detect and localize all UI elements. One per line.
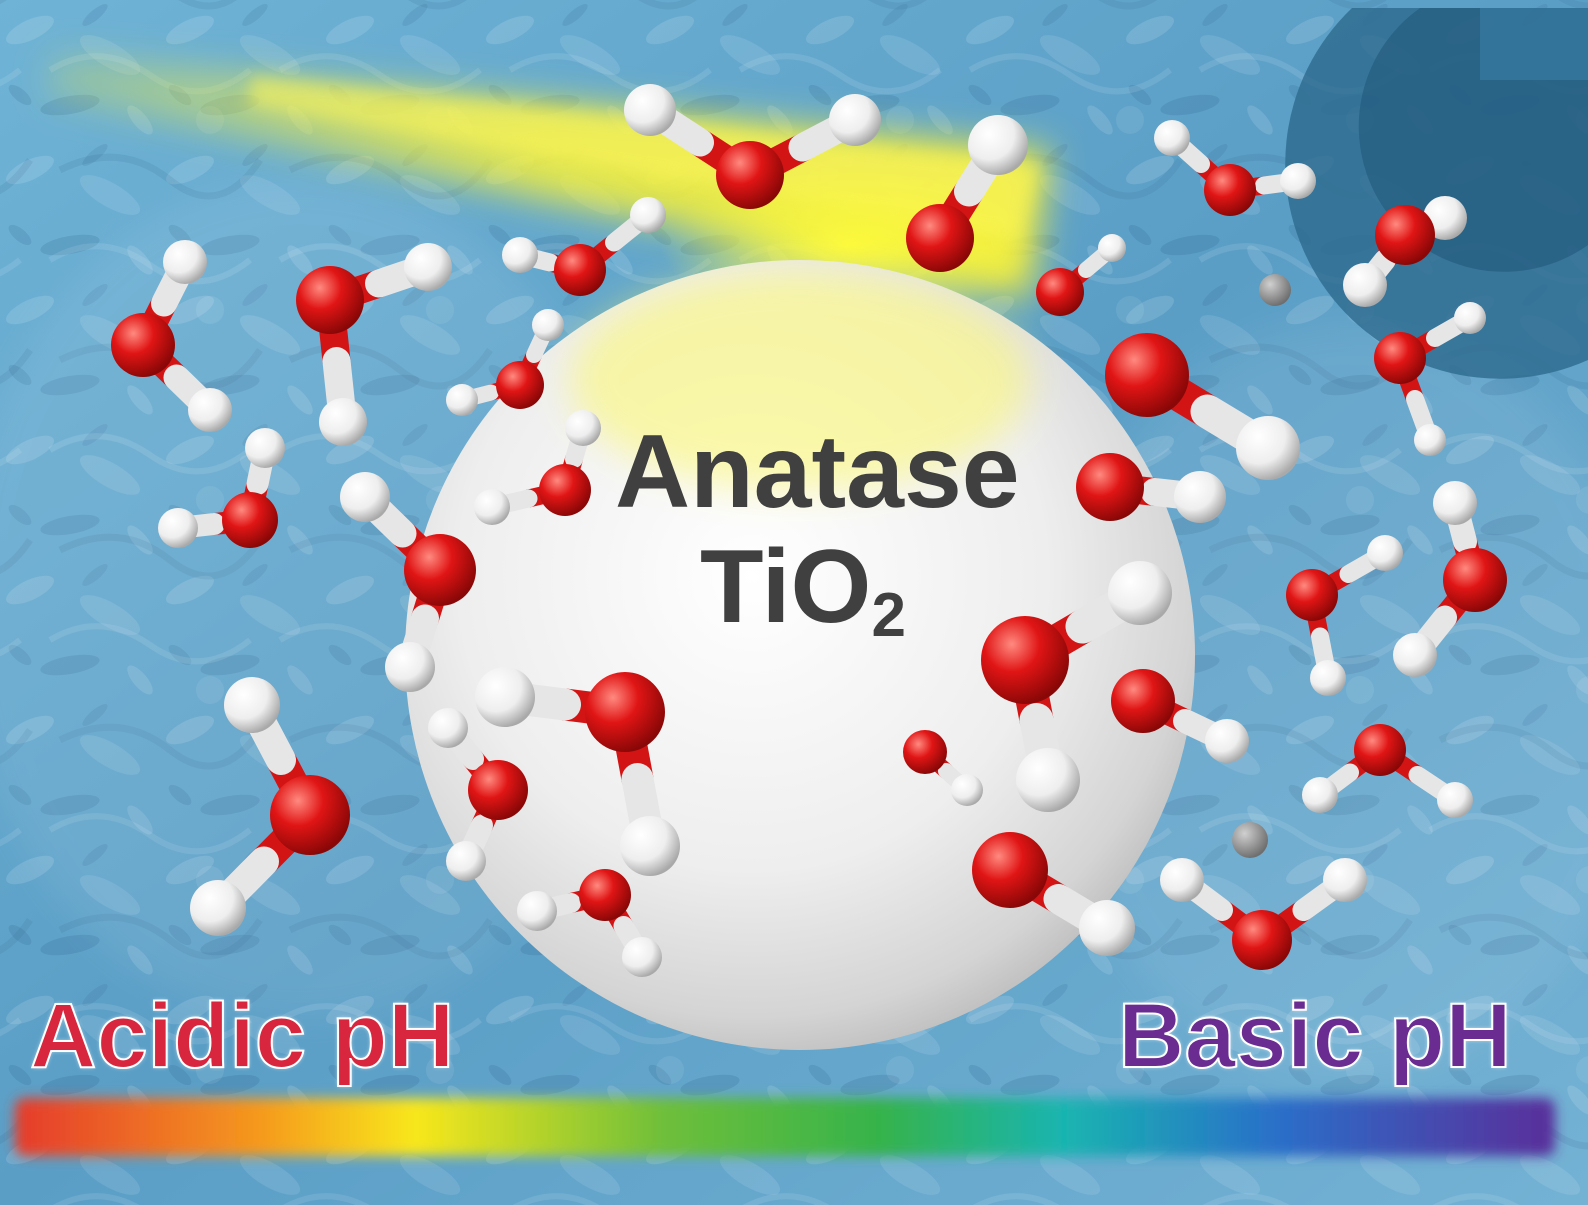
ion-atom	[1232, 822, 1268, 858]
basic-ph-label: Basic pH	[1117, 985, 1513, 1087]
hydrogen-atom	[1108, 561, 1172, 625]
hydrogen-atom	[829, 94, 881, 146]
oxygen-atom	[468, 760, 528, 820]
oxygen-atom	[585, 672, 665, 752]
hydrogen-atom	[1454, 302, 1486, 334]
ion-atom	[1259, 274, 1291, 306]
hydrogen-atom	[190, 880, 246, 936]
oxygen-atom	[1374, 332, 1426, 384]
title-tio2-subscript: 2	[871, 581, 906, 650]
hydrogen-atom	[404, 243, 452, 291]
oxygen-atom	[1443, 548, 1507, 612]
hydrogen-atom	[1310, 660, 1346, 696]
oxygen-atom	[554, 244, 606, 296]
hydrogen-atom	[474, 489, 510, 525]
oxygen-atom	[1286, 569, 1338, 621]
hydrogen-atom	[1174, 471, 1226, 523]
hydrogen-atom	[1343, 263, 1387, 307]
hydrogen-atom	[428, 708, 468, 748]
hydrogen-atom	[340, 472, 390, 522]
hydrogen-atom	[502, 237, 538, 273]
oxygen-atom	[903, 730, 947, 774]
oxygen-atom	[404, 534, 476, 606]
hydrogen-atom	[517, 891, 557, 931]
hydrogen-atom	[224, 677, 280, 733]
hydrogen-atom	[158, 508, 198, 548]
hydrogen-atom	[446, 384, 478, 416]
acidic-ph-label: Acidic pH	[29, 985, 455, 1087]
hydrogen-atom	[1205, 719, 1249, 763]
hydrogen-atom	[1016, 748, 1080, 812]
hydrogen-atom	[1433, 481, 1477, 525]
oxygen-atom	[1036, 268, 1084, 316]
hydrogen-atom	[532, 309, 564, 341]
oxygen-atom	[579, 869, 631, 921]
hydrogen-atom	[1079, 900, 1135, 956]
hydrogen-atom	[622, 937, 662, 977]
hydrogen-atom	[475, 667, 535, 727]
hydrogen-atom	[620, 816, 680, 876]
oxygen-atom	[1204, 164, 1256, 216]
oxygen-atom	[111, 313, 175, 377]
title-tio2: TiO2	[700, 535, 906, 647]
oxygen-atom	[716, 141, 784, 209]
hydrogen-atom	[1393, 633, 1437, 677]
oxygen-atom	[981, 616, 1069, 704]
hydrogen-atom	[968, 115, 1028, 175]
oxygen-atom	[1105, 333, 1189, 417]
hydrogen-atom	[1160, 858, 1204, 902]
hydrogen-atom	[1154, 120, 1190, 156]
hydrogen-atom	[163, 240, 207, 284]
water-molecules	[111, 84, 1507, 977]
oxygen-atom	[539, 464, 591, 516]
hydrogen-atom	[1280, 163, 1316, 199]
oxygen-atom	[1111, 669, 1175, 733]
hydrogen-atom	[624, 84, 676, 136]
hydrogen-atom	[446, 841, 486, 881]
title-tio2-main: TiO	[700, 529, 872, 645]
hydrogen-atom	[1367, 535, 1403, 571]
hydrogen-atom	[385, 642, 435, 692]
oxygen-atom	[496, 361, 544, 409]
ph-scale-bar	[15, 1098, 1555, 1156]
hydrogen-atom	[245, 428, 285, 468]
oxygen-atom	[1232, 910, 1292, 970]
hydrogen-atom	[1437, 782, 1473, 818]
hydrogen-atom	[319, 398, 367, 446]
oxygen-atom	[296, 266, 364, 334]
oxygen-atom	[1375, 205, 1435, 265]
hydrogen-atom	[565, 410, 601, 446]
oxygen-atom	[270, 775, 350, 855]
oxygen-atom	[1354, 724, 1406, 776]
hydrogen-atom	[1302, 777, 1338, 813]
hydrogen-atom	[188, 388, 232, 432]
hydrogen-atom	[630, 197, 666, 233]
oxygen-atom	[222, 492, 278, 548]
oxygen-atom	[1076, 453, 1144, 521]
hydrogen-atom	[951, 774, 983, 806]
title-anatase: Anatase	[615, 414, 1020, 530]
hydrogen-atom	[1098, 234, 1126, 262]
hydrogen-atom	[1414, 424, 1446, 456]
hydrogen-atom	[1323, 858, 1367, 902]
oxygen-atom	[972, 832, 1048, 908]
oxygen-atom	[906, 204, 974, 272]
hydrogen-atom	[1236, 416, 1300, 480]
